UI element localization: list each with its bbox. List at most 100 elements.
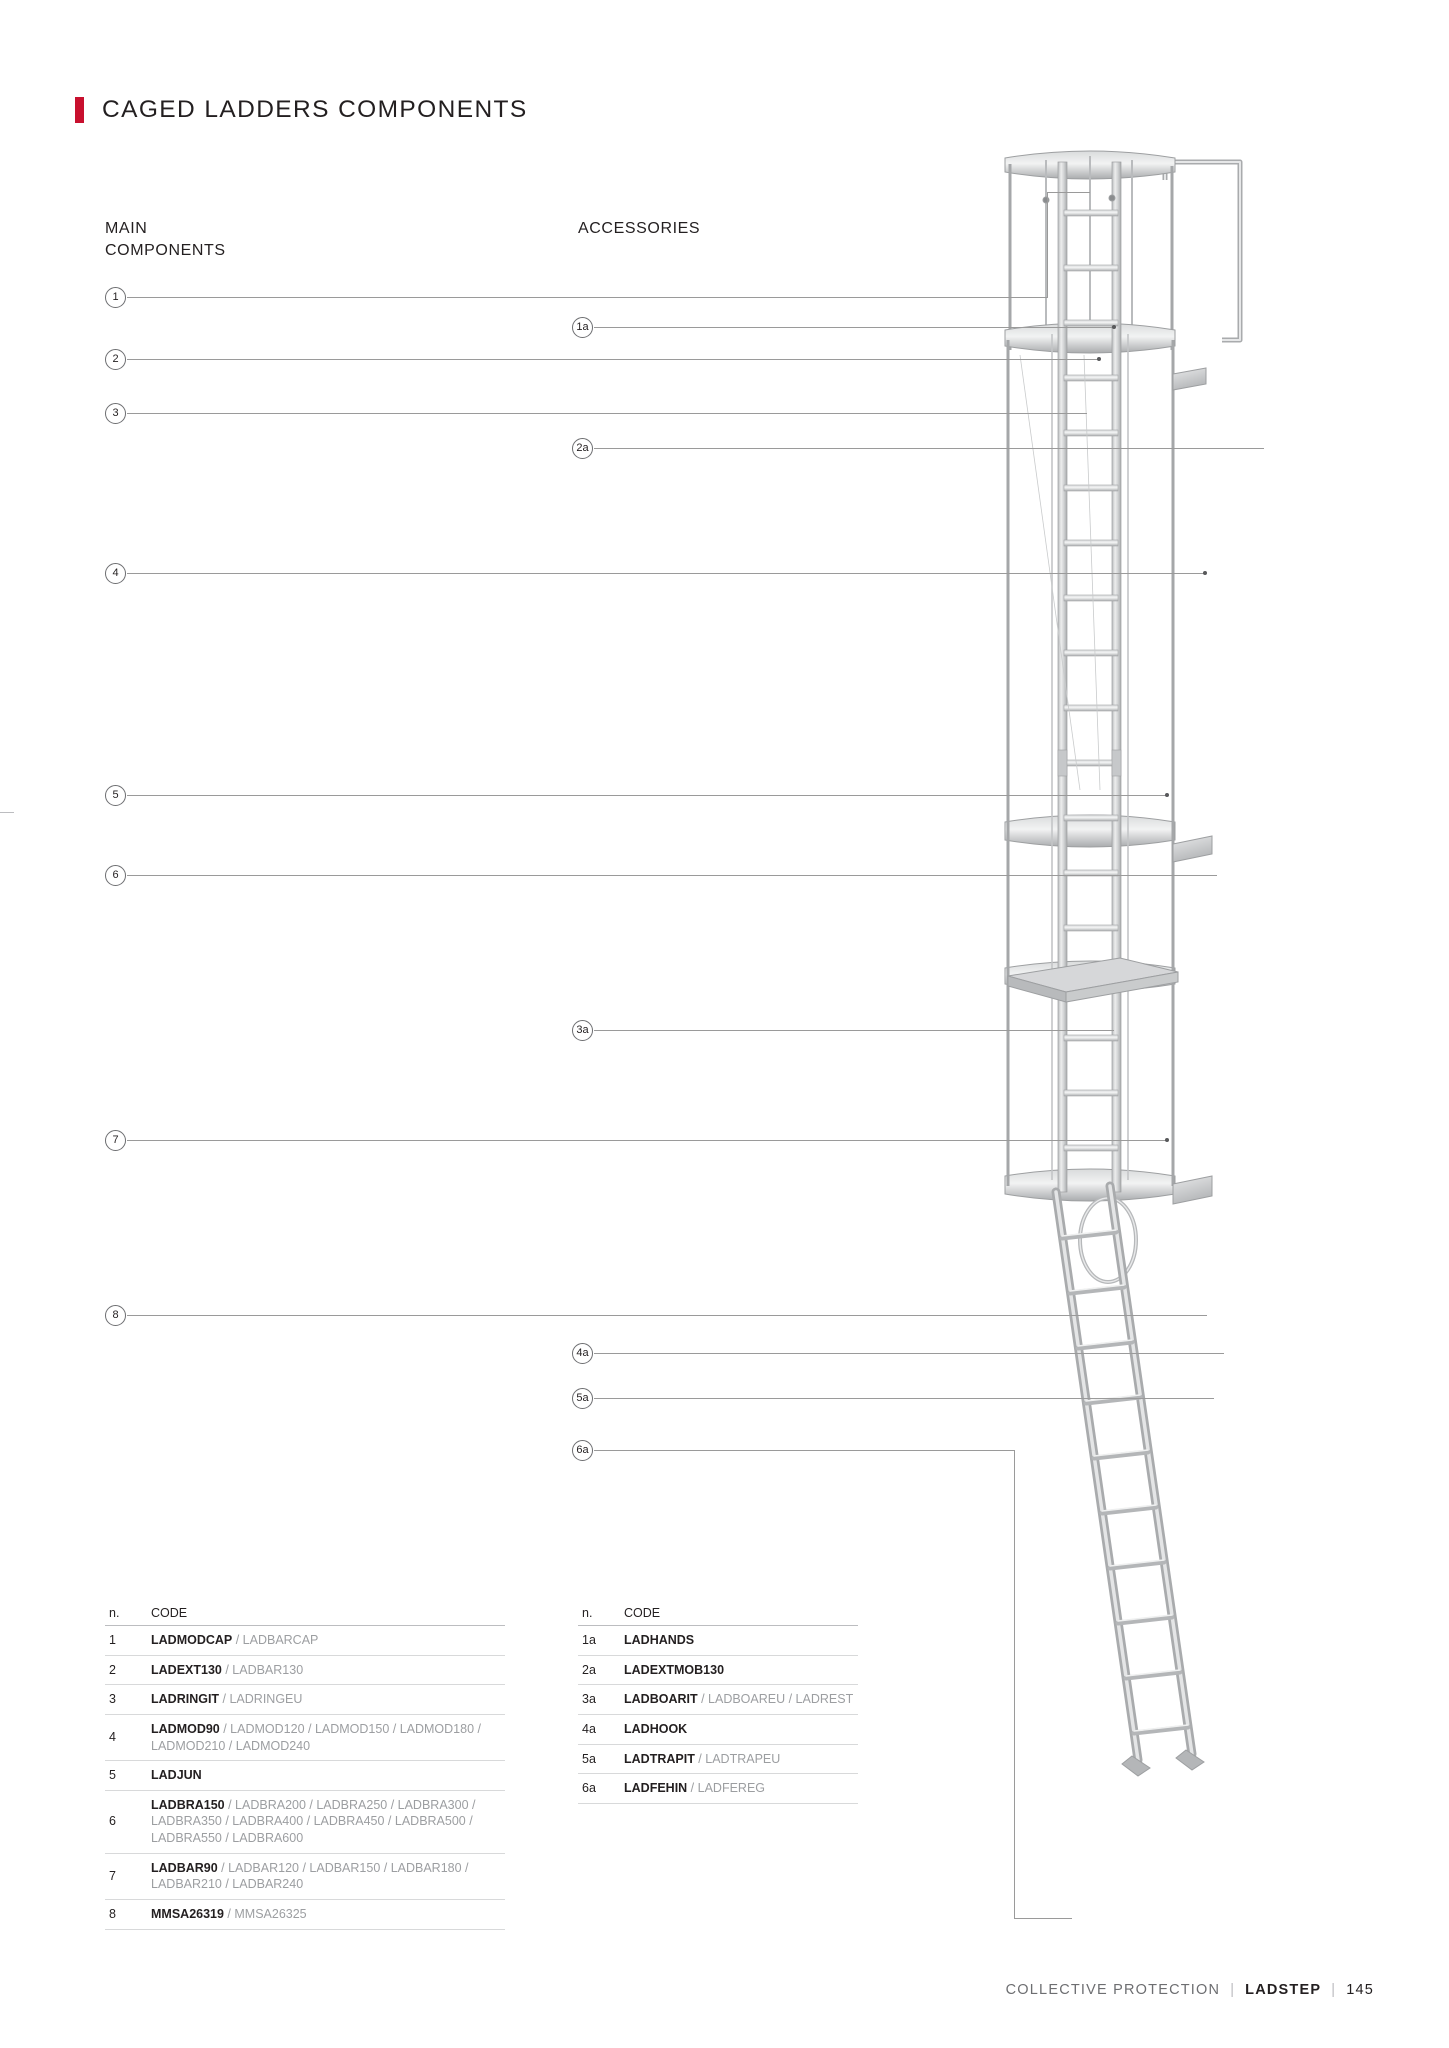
right-table-body: 1a LADHANDS 2a LADEXTMOB130 3a LADBOARIT… [578, 1625, 858, 1804]
table-row: 3 LADRINGIT / LADRINGEU [105, 1684, 505, 1715]
leader-5a [594, 1398, 1214, 1399]
leader-3a [594, 1030, 1114, 1031]
row-number: 2a [578, 1655, 624, 1686]
row-code-grey: / LADBARCAP [232, 1633, 319, 1647]
callout-2a: 2a [572, 438, 593, 459]
row-code-bold: LADMOD90 [151, 1721, 220, 1736]
leader-6a-bottom [1014, 1918, 1072, 1919]
row-number: 3a [578, 1684, 624, 1715]
row-code: LADBRA150 / LADBRA200 / LADBRA250 / LADB… [151, 1790, 505, 1854]
leader-7-dot [1165, 1138, 1169, 1142]
callout-8: 8 [105, 1305, 126, 1326]
leader-8 [127, 1315, 1207, 1316]
row-code-bold: LADTRAPIT [624, 1751, 695, 1766]
leader-2 [127, 359, 1099, 360]
table-row: 5a LADTRAPIT / LADTRAPEU [578, 1744, 858, 1775]
row-code: LADMOD90 / LADMOD120 / LADMOD150 / LADMO… [151, 1714, 505, 1762]
row-number: 1a [578, 1625, 624, 1656]
row-code-grey: / LADBAR120 / LADBAR150 / LADBAR180 / LA… [151, 1860, 469, 1892]
row-number: 4a [578, 1714, 624, 1745]
row-code: LADHANDS [624, 1625, 858, 1656]
row-code-grey: / LADMOD120 / LADMOD150 / LADMOD180 / LA… [151, 1721, 481, 1753]
table-row: 1 LADMODCAP / LADBARCAP [105, 1625, 505, 1656]
callout-6a: 6a [572, 1440, 593, 1461]
table-row: 5 LADJUN [105, 1760, 505, 1791]
leader-1-vertical [1047, 192, 1048, 298]
main-components-heading-line2: COMPONENTS [105, 241, 226, 259]
leader-6 [127, 875, 1217, 876]
row-number: 3 [105, 1684, 151, 1715]
leader-2-dot [1097, 357, 1101, 361]
row-code-grey: / LADBRA200 / LADBRA250 / LADBRA300 / LA… [151, 1797, 476, 1845]
row-number: 5 [105, 1760, 151, 1791]
row-code: LADEXTMOB130 [624, 1655, 858, 1686]
callout-7: 7 [105, 1130, 126, 1151]
leader-5-dot [1165, 793, 1169, 797]
table-row: 4 LADMOD90 / LADMOD120 / LADMOD150 / LAD… [105, 1714, 505, 1762]
left-table-body: 1 LADMODCAP / LADBARCAP 2 LADEXT130 / LA… [105, 1625, 505, 1930]
table-row: 7 LADBAR90 / LADBAR120 / LADBAR150 / LAD… [105, 1853, 505, 1900]
row-code-bold: LADEXT130 [151, 1662, 222, 1677]
callout-3: 3 [105, 403, 126, 424]
main-components-table: n. CODE 1 LADMODCAP / LADBARCAP 2 LADEXT… [105, 1606, 505, 1930]
row-code-grey: / LADFEREG [687, 1781, 765, 1796]
footer-section: COLLECTIVE PROTECTION [1005, 1982, 1221, 1998]
row-code: LADFEHIN / LADFEREG [624, 1773, 858, 1804]
left-table-header-n: n. [105, 1606, 151, 1626]
table-row: 3a LADBOARIT / LADBOAREU / LADREST [578, 1684, 858, 1715]
row-code-grey: / MMSA26325 [223, 1906, 307, 1921]
row-code: LADBAR90 / LADBAR120 / LADBAR150 / LADBA… [151, 1853, 505, 1900]
row-code-bold: LADBOARIT [624, 1692, 698, 1707]
row-code-bold: LADBAR90 [151, 1860, 218, 1875]
row-code-bold: LADHOOK [624, 1721, 688, 1736]
accessories-heading: ACCESSORIES [578, 220, 701, 237]
leader-4 [127, 573, 1205, 574]
row-number: 4 [105, 1714, 151, 1762]
footer-separator-2: | [1331, 1982, 1337, 1998]
leader-4a [594, 1353, 1224, 1354]
page-footer: COLLECTIVE PROTECTION | LADSTEP | 145 [1006, 1982, 1374, 1998]
row-number: 5a [578, 1744, 624, 1775]
row-code: LADRINGIT / LADRINGEU [151, 1684, 505, 1715]
row-code-grey: / LADBOAREU / LADREST [697, 1692, 854, 1707]
row-code-bold: LADRINGIT [151, 1692, 220, 1707]
callout-2: 2 [105, 349, 126, 370]
caged-ladder-illustration [1004, 150, 1243, 1777]
row-code-bold: LADMODCAP [151, 1633, 233, 1647]
callout-1a: 1a [572, 317, 593, 338]
main-components-heading-line1: MAIN [105, 220, 148, 237]
table-row: 2a LADEXTMOB130 [578, 1655, 858, 1686]
right-table-header-n: n. [578, 1606, 624, 1626]
left-table-header-code: CODE [151, 1606, 505, 1626]
row-code: LADBOARIT / LADBOAREU / LADREST [624, 1684, 858, 1715]
leader-1 [127, 297, 1047, 298]
row-code-bold: LADJUN [151, 1768, 202, 1783]
right-table-header-code: CODE [624, 1606, 858, 1626]
row-code: LADMODCAP / LADBARCAP [151, 1625, 505, 1656]
leader-1a-dot [1112, 325, 1116, 329]
callout-5: 5 [105, 785, 126, 806]
callout-6: 6 [105, 865, 126, 886]
row-code: MMSA26319 / MMSA26325 [151, 1899, 505, 1930]
table-row: 6a LADFEHIN / LADFEREG [578, 1773, 858, 1804]
row-number: 7 [105, 1853, 151, 1900]
callout-4: 4 [105, 563, 126, 584]
leader-1a [594, 327, 1114, 328]
row-number: 6a [578, 1773, 624, 1804]
row-number: 8 [105, 1899, 151, 1930]
row-code: LADTRAPIT / LADTRAPEU [624, 1744, 858, 1775]
leader-6a-vertical [1014, 1450, 1015, 1918]
table-row: 2 LADEXT130 / LADBAR130 [105, 1655, 505, 1686]
footer-page-number: 145 [1346, 1982, 1374, 1998]
table-row: 8 MMSA26319 / MMSA26325 [105, 1899, 505, 1930]
row-code-grey: / LADBAR130 [221, 1662, 304, 1677]
callout-5a: 5a [572, 1388, 593, 1409]
row-code-grey: / LADTRAPEU [694, 1751, 781, 1766]
row-number: 6 [105, 1790, 151, 1854]
leader-7 [127, 1140, 1167, 1141]
edge-tick [0, 812, 14, 813]
table-row: 1a LADHANDS [578, 1625, 858, 1656]
row-code-bold: LADHANDS [624, 1633, 695, 1647]
main-components-heading: MAIN COMPONENTS [105, 218, 226, 261]
